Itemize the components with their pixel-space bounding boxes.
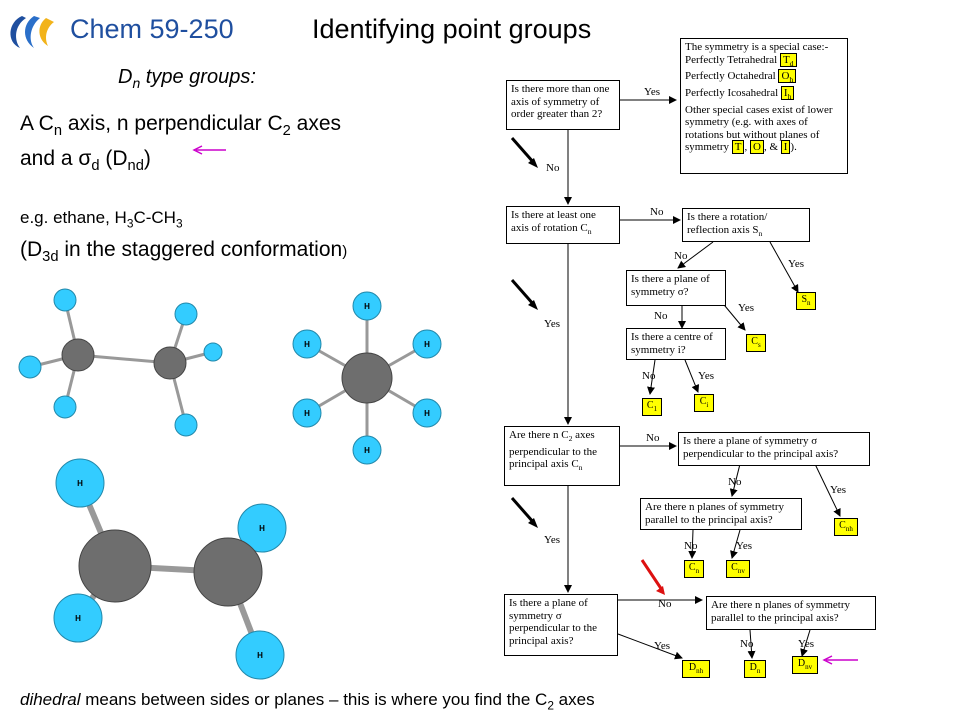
label-yes: Yes (544, 318, 561, 330)
label-no: No (654, 310, 668, 322)
ethane-models: H H H H H H H H H H (18, 288, 442, 680)
special-cases-box: The symmetry is a special case:- Perfect… (680, 38, 848, 174)
label-no: No (650, 206, 664, 218)
conformation-text: (D3d in the staggered conformation) (20, 238, 348, 266)
result-cs: Cs (746, 334, 766, 352)
result-dnv: Dnv (792, 656, 818, 674)
ethane-end-view (292, 291, 442, 465)
question-perpendicular-c2-axes: Are there n C2 axes perpendicular to the… (504, 426, 620, 486)
black-pointer-arrows (510, 137, 536, 524)
section-subtitle: Dn type groups: (118, 66, 256, 91)
definition-text: A Cn axis, n perpendicular C2 axes and a… (20, 112, 342, 175)
red-pointer-arrow (640, 559, 664, 591)
label-yes: Yes (698, 370, 715, 382)
question-perpendicular-plane-cn: Is there a plane of symmetry σ perpendic… (678, 432, 870, 466)
label-no: No (728, 476, 742, 488)
flowchart-connectors (510, 96, 858, 665)
result-dnh: Dnh (682, 660, 710, 678)
svg-text:H: H (304, 340, 310, 349)
footer-note: dihedral means between sides or planes –… (20, 690, 595, 713)
h-atom-labels: H H H H H H H H H H (75, 302, 430, 660)
magenta-arrow-left (192, 145, 226, 155)
label-yes: Yes (788, 258, 805, 270)
label-yes: Yes (644, 86, 661, 98)
result-dn: Dn (744, 660, 766, 678)
ethane-side-view (18, 288, 223, 437)
label-yes: Yes (798, 638, 815, 650)
ethene-model (53, 458, 287, 680)
course-code: Chem 59-250 (70, 14, 234, 44)
svg-text:H: H (364, 446, 370, 455)
page-title: Identifying point groups (312, 14, 592, 44)
svg-text:H: H (259, 524, 265, 533)
example-text: e.g. ethane, H3C-CH3 (20, 208, 183, 231)
svg-text:H: H (424, 340, 430, 349)
label-no: No (674, 250, 688, 262)
label-no: No (658, 598, 672, 610)
svg-text:H: H (364, 302, 370, 311)
point-group-flowchart: Is there more than one axis of symmetry … (470, 30, 890, 690)
label-no: No (642, 370, 656, 382)
result-cnh: Cnh (834, 518, 858, 536)
result-sn: Sn (796, 292, 816, 310)
question-rotation-axis: Is there at least one axis of rotation C… (506, 206, 620, 244)
label-yes: Yes (654, 640, 671, 652)
question-parallel-planes-cn: Are there n planes of symmetry parallel … (640, 498, 802, 530)
result-cn: Cn (684, 560, 704, 578)
label-yes: Yes (544, 534, 561, 546)
label-yes: Yes (830, 484, 847, 496)
label-no: No (740, 638, 754, 650)
label-no: No (684, 540, 698, 552)
question-centre-of-symmetry: Is there a centre of symmetry i? (626, 328, 726, 360)
question-parallel-planes-dn: Are there n planes of symmetry parallel … (706, 596, 876, 630)
svg-text:H: H (75, 614, 81, 623)
svg-text:H: H (77, 479, 83, 488)
label-yes: Yes (736, 540, 753, 552)
result-c1: C1 (642, 398, 662, 416)
question-reflection-axis: Is there a rotation/ reflection axis Sn (682, 208, 810, 242)
university-logo (10, 16, 54, 48)
svg-text:H: H (257, 651, 263, 660)
result-ci: Ci (694, 394, 714, 412)
result-cnv: Cnv (726, 560, 750, 578)
label-no: No (646, 432, 660, 444)
svg-text:H: H (424, 409, 430, 418)
question-multiple-axes: Is there more than one axis of symmetry … (506, 80, 620, 130)
question-plane-of-symmetry: Is there a plane of symmetry σ? (626, 270, 726, 306)
svg-text:H: H (304, 409, 310, 418)
label-yes: Yes (738, 302, 755, 314)
label-no: No (546, 162, 560, 174)
question-perpendicular-plane-dn: Is there a plane of symmetry σ perpendic… (504, 594, 618, 656)
